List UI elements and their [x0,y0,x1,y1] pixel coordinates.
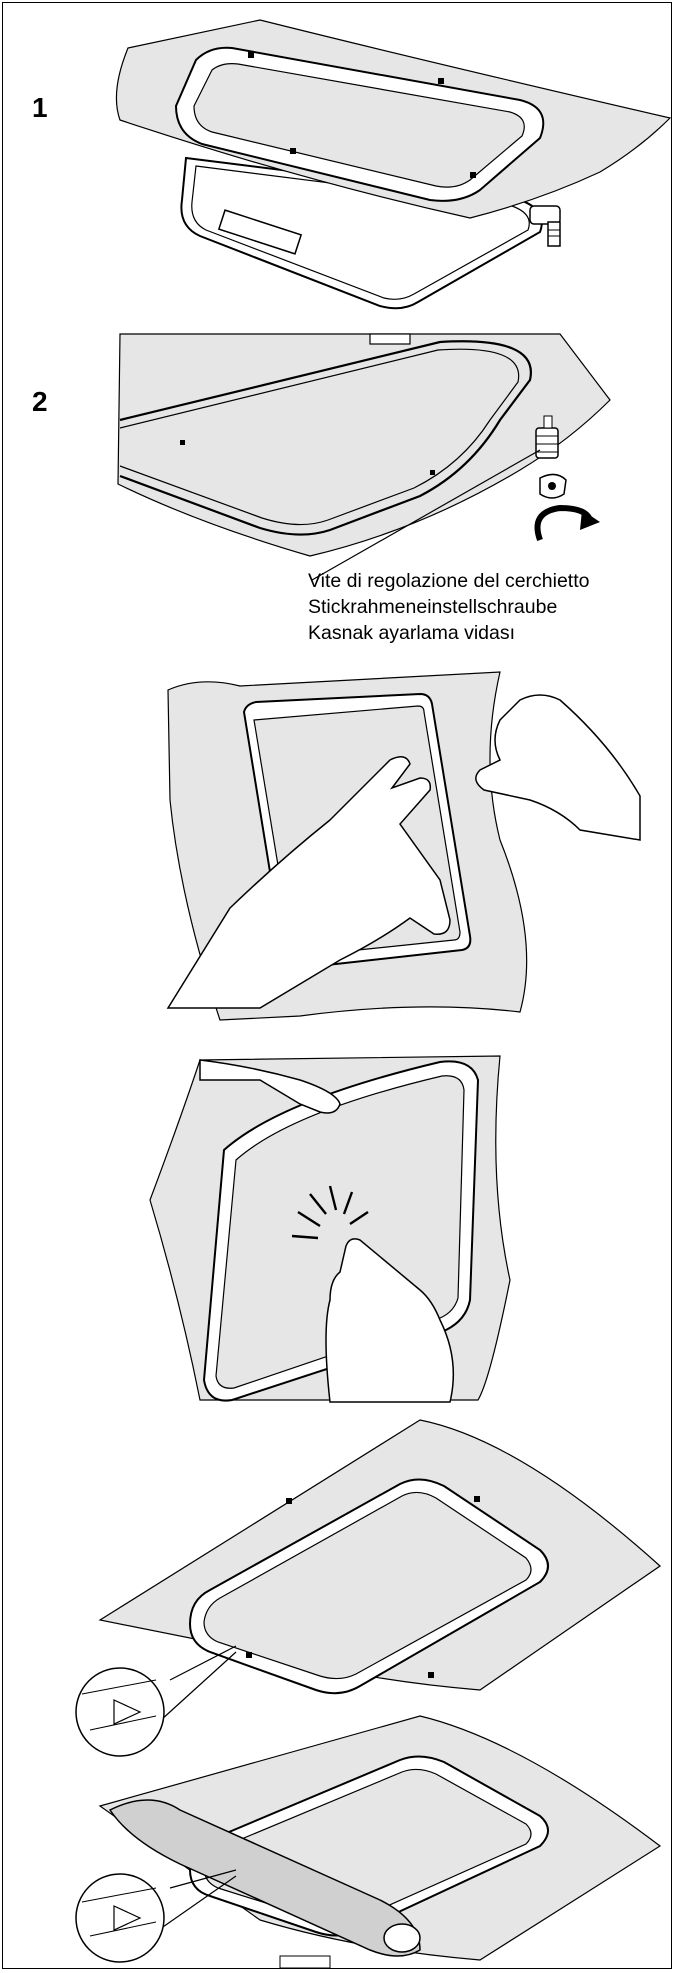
step1-illustration [116,20,670,308]
screw-callout: Vite di regolazione del cerchietto Stick… [308,568,589,646]
callout-line-italian: Vite di regolazione del cerchietto [308,568,589,594]
step6-illustration [76,1716,660,1968]
step2-illustration [118,334,610,580]
callout-line-turkish: Kasnak ayarlama vidası [308,620,589,646]
hand-right [476,695,640,840]
step4-illustration [150,1056,510,1402]
step5-illustration [76,1420,660,1756]
callout-line-german: Stickrahmeneinstellschraube [308,594,589,620]
step3-illustration [168,672,640,1020]
